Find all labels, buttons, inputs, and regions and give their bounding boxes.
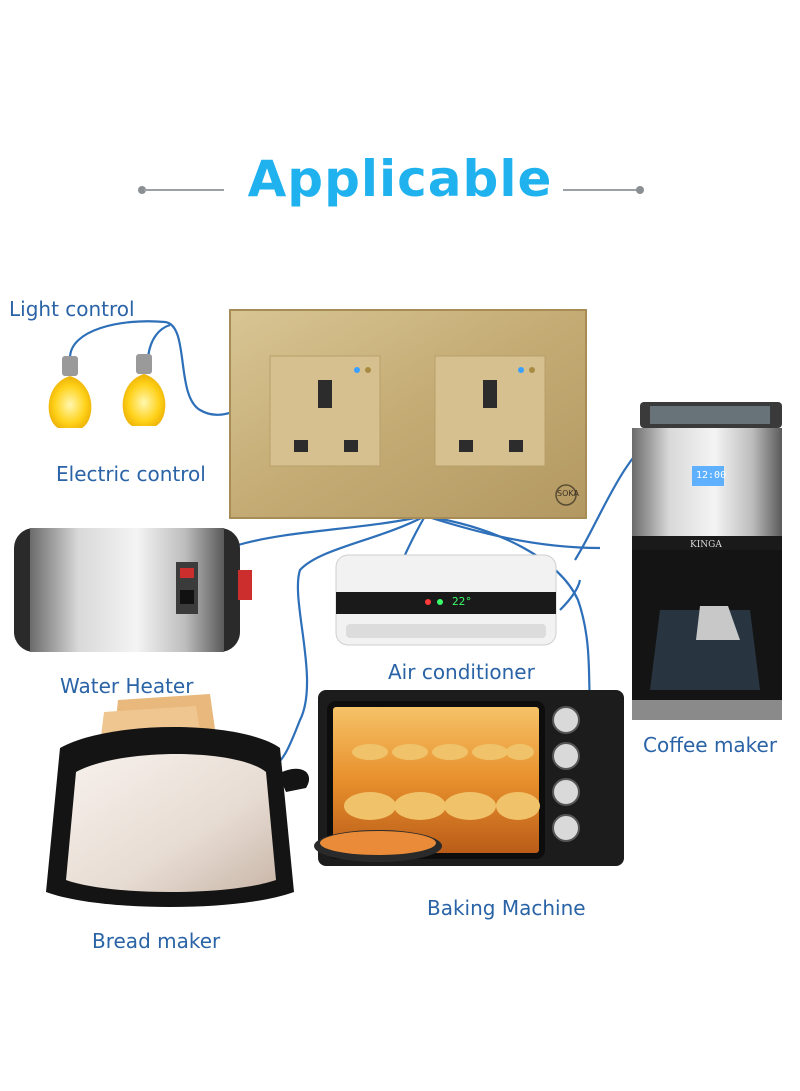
label-coffee-maker: Coffee maker	[643, 733, 778, 757]
label-electric-control: Electric control	[56, 462, 206, 486]
label-baking-machine: Baking Machine	[427, 896, 586, 920]
title-rule-left	[144, 189, 224, 191]
label-light-control: Light control	[9, 297, 135, 321]
title-rule-right-dot	[636, 186, 644, 194]
light-bulb-right-icon	[122, 354, 166, 426]
coffee-maker	[632, 402, 782, 720]
page-title: Applicable	[247, 150, 553, 208]
double-socket-panel	[229, 309, 587, 519]
title-rule-left-dot	[138, 186, 146, 194]
ac-temperature-display: 22°	[452, 595, 472, 608]
baking-oven	[314, 690, 624, 866]
bread-toaster	[46, 694, 310, 907]
label-air-conditioner: Air conditioner	[388, 660, 535, 684]
title-rule-right	[563, 189, 639, 191]
wires	[68, 320, 661, 771]
label-bread-maker: Bread maker	[92, 929, 221, 953]
coffee-clock-display: 12:00	[696, 470, 727, 481]
light-bulb-left-icon	[48, 356, 92, 428]
coffee-brand-mark: KINGA	[690, 540, 722, 550]
label-water-heater: Water Heater	[60, 674, 194, 698]
air-conditioner	[335, 554, 557, 646]
socket-brand-mark: SOKA	[557, 489, 579, 498]
water-heater	[14, 528, 252, 652]
